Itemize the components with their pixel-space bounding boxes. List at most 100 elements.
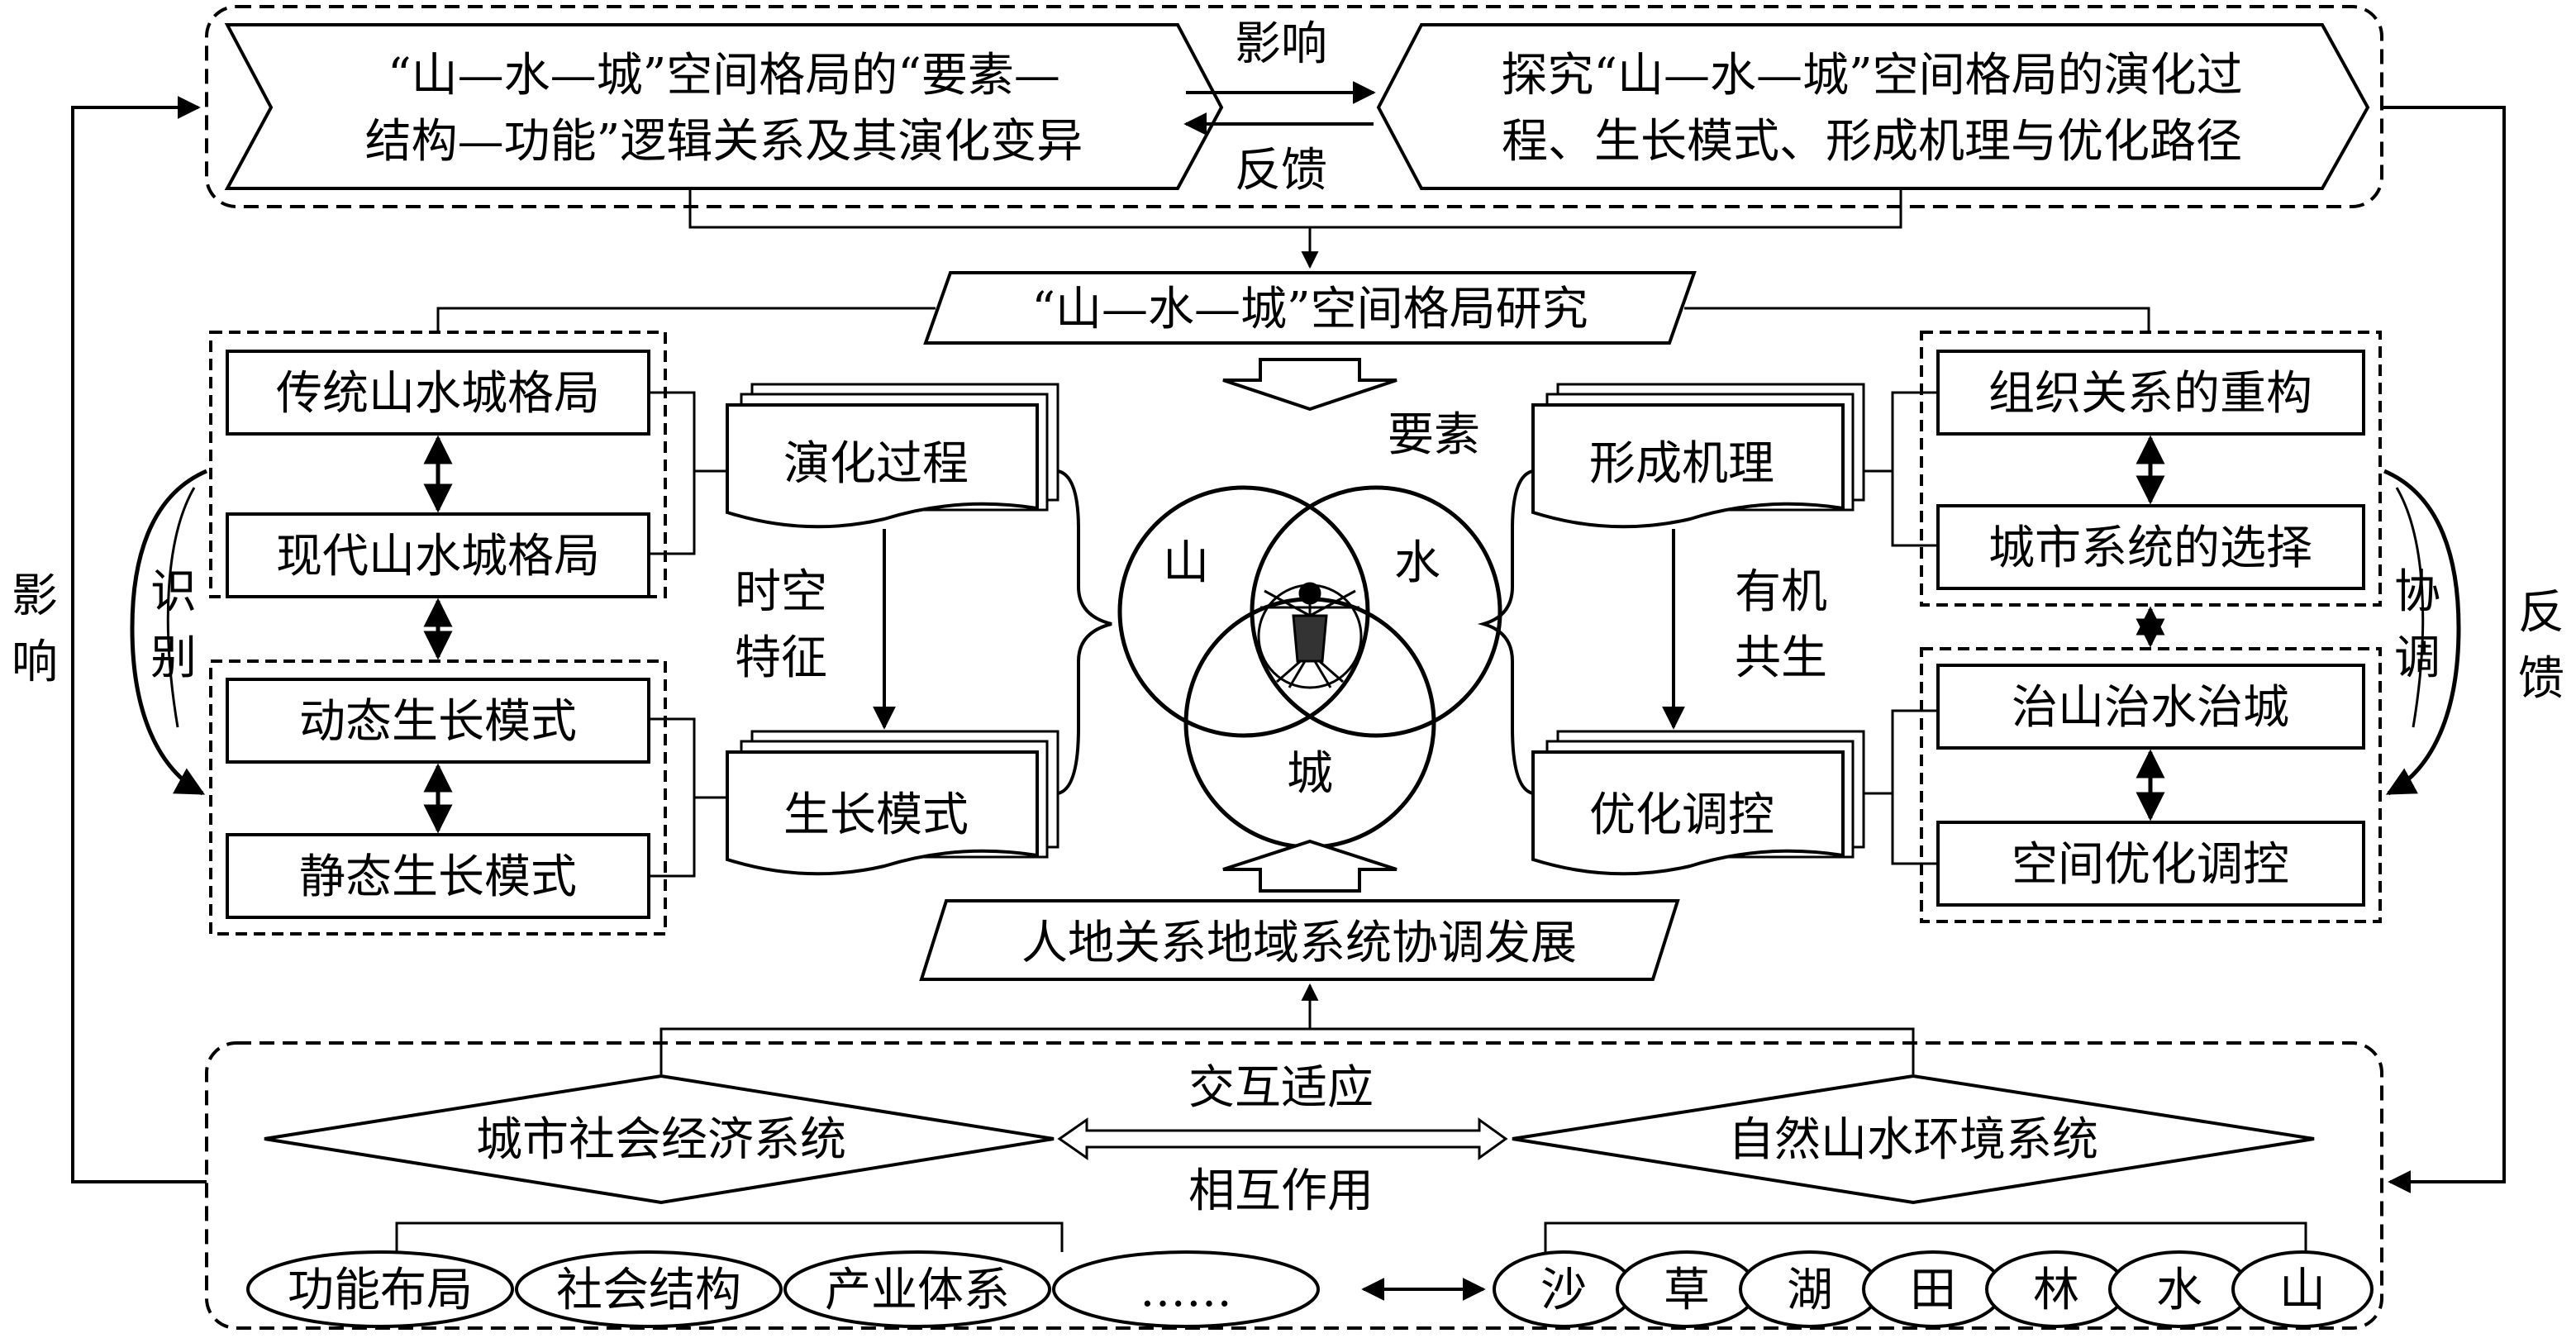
growth-mode-stack (726, 730, 1059, 876)
outer-right-label-2: 馈 (2518, 652, 2564, 706)
venn-label-water: 水 (1394, 536, 1440, 590)
left-link-label-2: 特征 (735, 631, 827, 685)
right-side-label-1: 协 (2394, 565, 2440, 619)
research-right-bracket (1684, 307, 2150, 331)
natural-element-ellipse (2231, 1250, 2374, 1328)
right-top-dashed-group (1920, 331, 2382, 607)
natural-element-ellipse-label: 水 (2156, 1264, 2202, 1317)
right-ellipse-bracket (1544, 1221, 2307, 1252)
natural-element-ellipse-label: 田 (1910, 1264, 1956, 1317)
left-side-label-2: 别 (150, 631, 197, 685)
natural-system-diamond (1512, 1074, 2315, 1205)
top-arrow-label-feedback: 反馈 (1235, 144, 1327, 198)
right-box-reconstruction (1936, 350, 2365, 436)
bottom-dashed-frame (205, 1041, 2383, 1330)
left-bottom-dashed-group (209, 659, 667, 936)
left-side-label-1: 识 (150, 565, 197, 619)
vitruvian-figure-icon (1257, 582, 1363, 689)
urban-element-ellipse (1052, 1250, 1320, 1328)
right-bottom-bracket (1891, 709, 1938, 865)
left-box-modern (226, 512, 650, 598)
natural-element-ellipse-label: 沙 (1540, 1264, 1587, 1317)
right-label-spatial-control: 空间优化调控 (2012, 838, 2289, 892)
left-ellipse-row: 功能布局 社会结构 产业体系 …… (246, 1250, 1320, 1328)
formation-mechanism-label: 形成机理 (1589, 437, 1774, 491)
left-box-static (226, 833, 650, 919)
research-title: “山—水—城”空间格局研究 (1031, 283, 1588, 336)
right-ellipse-row: 沙草湖田林水山 (1493, 1250, 2374, 1328)
right-label-governance: 治山治水治城 (2012, 681, 2289, 735)
right-curly-brace (1477, 469, 1534, 795)
interaction-label-top: 交互适应 (1188, 1061, 1374, 1115)
urban-element-ellipse-label: 功能布局 (288, 1264, 473, 1317)
right-bottom-dashed-group (1920, 647, 2382, 923)
formation-mechanism-stack (1531, 383, 1865, 529)
bottom-banner-text: 人地关系地域系统协调发展 (1021, 917, 1577, 970)
optimization-control-label: 优化调控 (1589, 788, 1774, 842)
natural-element-ellipse-label: 山 (2279, 1264, 2326, 1317)
outer-left-label-2: 响 (12, 636, 58, 689)
urban-element-ellipse-label: …… (1140, 1264, 1232, 1317)
natural-system-label: 自然山水环境系统 (1728, 1113, 2098, 1167)
venn-label-city: 城 (1287, 747, 1333, 801)
right-coordinate-curve-arrow (2383, 469, 2461, 796)
urban-system-diamond (264, 1074, 1055, 1205)
bottom-banner-box (919, 899, 1680, 981)
left-identify-curve-arrow (130, 469, 207, 796)
evolution-process-stack (726, 383, 1059, 529)
outer-left-label-1: 影 (12, 569, 58, 623)
left-label-static: 静态生长模式 (299, 850, 577, 904)
right-top-bracket (1891, 391, 1938, 547)
interaction-double-arrow (1057, 1117, 1508, 1160)
urban-system-label: 城市社会经济系统 (476, 1113, 846, 1167)
natural-element-ellipse-label: 湖 (1787, 1264, 1833, 1317)
evolution-process-label: 演化过程 (783, 437, 969, 491)
urban-element-ellipse-label: 社会结构 (556, 1264, 741, 1317)
outer-right-feedback-line (2382, 106, 2506, 1193)
hollow-up-arrow (1222, 839, 1398, 893)
hollow-down-arrow (1222, 358, 1398, 412)
right-side-label-2: 调 (2394, 631, 2440, 685)
right-link-label-1: 有机 (1735, 565, 1827, 619)
left-ellipse-bracket (395, 1221, 1064, 1252)
research-left-bracket (436, 307, 936, 331)
top-left-box (224, 23, 1224, 190)
right-link-label-2: 共生 (1735, 631, 1827, 685)
outer-right-label-1: 反 (2518, 586, 2564, 640)
left-identify-curve-inner (166, 487, 196, 728)
right-coordinate-curve-inner (2395, 487, 2425, 728)
right-box-selection (1936, 504, 2365, 590)
top-arrow-label-influence: 影响 (1235, 17, 1327, 71)
research-title-box (923, 271, 1697, 345)
elements-label: 要素 (1388, 408, 1480, 462)
right-label-reconstruction: 组织关系的重构 (1988, 367, 2312, 421)
optimization-control-stack (1531, 730, 1865, 876)
top-right-box (1376, 23, 2370, 190)
left-label-traditional: 传统山水城格局 (276, 367, 600, 421)
top-right-line2: 程、生长模式、形成机理与优化路径 (1502, 115, 2242, 169)
outer-left-influence-line (71, 96, 207, 1183)
venn-circle-water (1250, 485, 1502, 738)
urban-element-ellipse (515, 1250, 783, 1328)
top-left-line1: “山—水—城”空间格局的“要素— (388, 49, 1060, 102)
left-label-dynamic: 动态生长模式 (299, 695, 577, 749)
top-right-line1: 探究“山—水—城”空间格局的演化过 (1501, 49, 2242, 102)
natural-element-ellipse-label: 林 (2033, 1264, 2079, 1317)
left-label-modern: 现代山水城格局 (276, 530, 600, 583)
left-box-dynamic (226, 678, 650, 764)
top-connector (688, 188, 1902, 229)
venn-label-mountain: 山 (1163, 536, 1209, 590)
left-bottom-bracket (649, 717, 696, 878)
right-label-selection: 城市系统的选择 (1988, 521, 2312, 575)
right-box-governance (1936, 664, 2365, 750)
growth-mode-label: 生长模式 (783, 788, 969, 842)
urban-element-ellipse (246, 1250, 514, 1328)
venn-circle-mountain (1117, 485, 1370, 738)
left-link-label-1: 时空 (735, 565, 827, 619)
left-top-bracket (649, 391, 696, 555)
urban-element-ellipse-label: 产业体系 (825, 1264, 1010, 1317)
interaction-label-bottom: 相互作用 (1188, 1164, 1374, 1218)
urban-element-ellipse (783, 1250, 1051, 1328)
bottom-connector (659, 1027, 1915, 1074)
